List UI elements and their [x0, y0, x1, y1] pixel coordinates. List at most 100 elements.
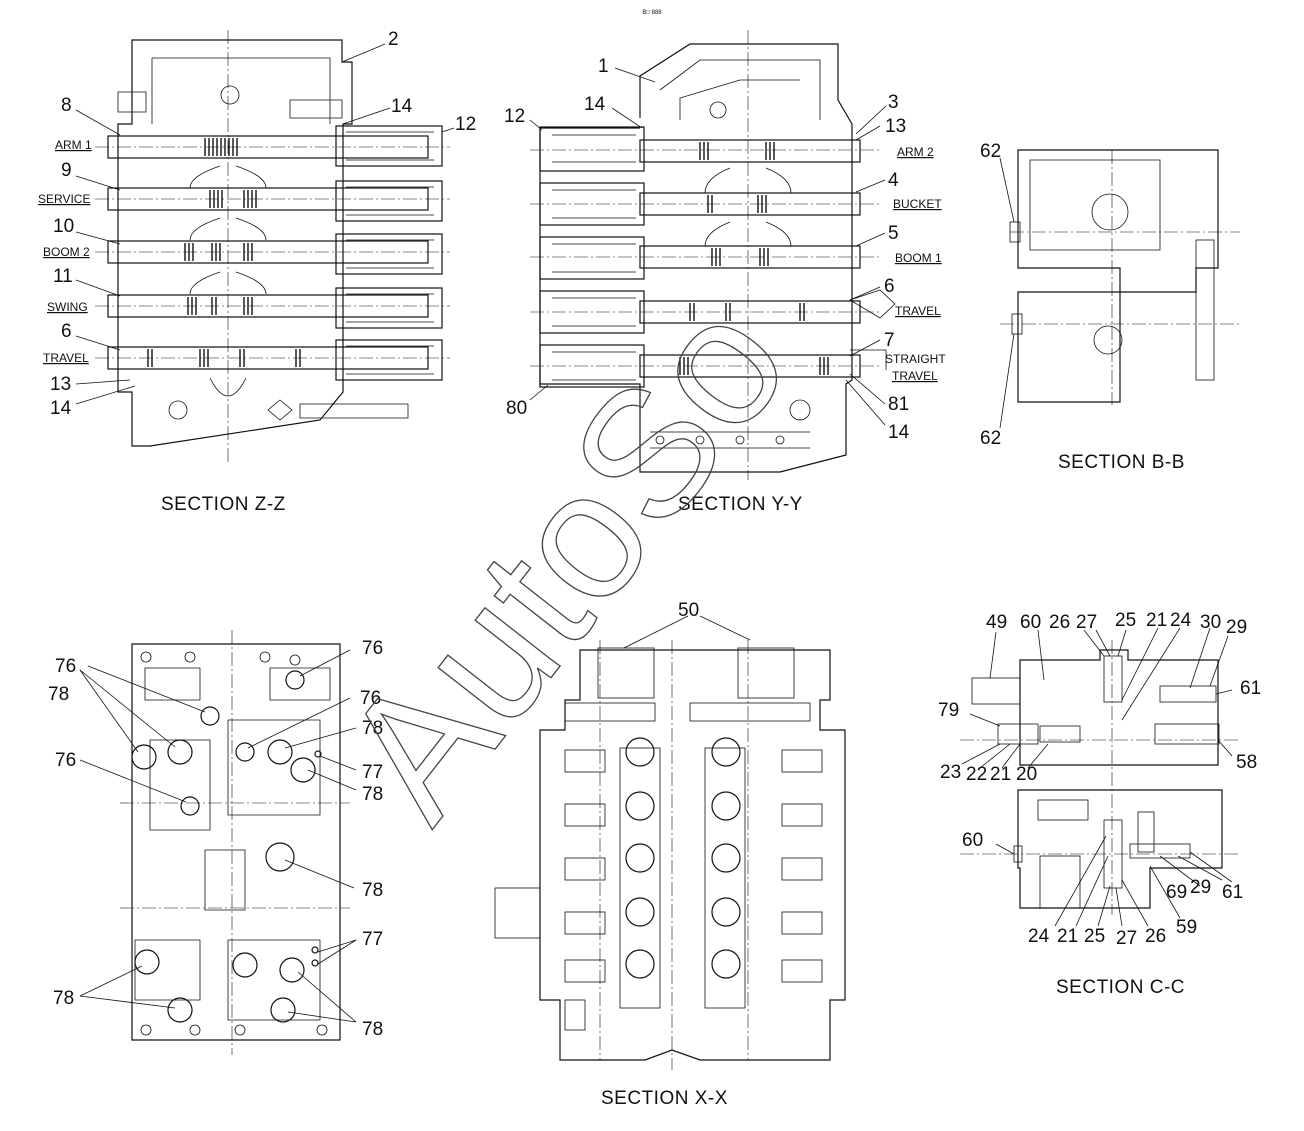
header-mark: B□ 888: [642, 10, 662, 16]
function-label: STRAIGHT: [885, 352, 946, 366]
callout-number: 13: [885, 116, 906, 137]
callout-number: 78: [53, 988, 74, 1009]
section-zz-function-labels: ARM 1 SERVICE BOOM 2 SWING TRAVEL: [38, 138, 92, 365]
callout-number: 7: [884, 330, 895, 351]
section-xx-title: SECTION X-X: [601, 1088, 728, 1109]
callout-number: 27: [1076, 612, 1097, 633]
section-cc-callouts: 49 60 26 27 25 21 24 30 29 61 79 23 22 2…: [938, 610, 1261, 949]
base-plate-leaders: [79, 649, 357, 1023]
callout-number: 76: [55, 750, 76, 771]
section-yy-function-labels: ARM 2 BUCKET BOOM 1 TRAVEL STRAIGHT TRAV…: [885, 145, 946, 383]
function-label: TRAVEL: [892, 369, 938, 383]
function-label: BOOM 2: [43, 245, 90, 259]
callout-number: 69: [1166, 882, 1187, 903]
callout-number: 2: [388, 29, 399, 50]
function-label: TRAVEL: [43, 351, 89, 365]
callout-number: 26: [1145, 926, 1166, 947]
function-label: ARM 1: [55, 138, 92, 152]
callout-number: 4: [888, 170, 899, 191]
callout-number: 21: [990, 764, 1011, 785]
callout-number: 14: [888, 422, 910, 443]
base-plate-drawing: [120, 630, 350, 1055]
callout-number: 76: [55, 656, 76, 677]
callout-number: 77: [362, 929, 383, 950]
section-xx-drawing: [494, 640, 846, 1070]
callout-number: 9: [61, 160, 72, 181]
callout-number: 78: [362, 880, 383, 901]
section-zz-drawing: [95, 30, 450, 462]
callout-number: 10: [53, 216, 74, 237]
function-label: BUCKET: [893, 197, 942, 211]
callout-number: 8: [61, 95, 72, 116]
callout-number: 24: [1170, 610, 1192, 631]
callout-number: 78: [362, 718, 383, 739]
callout-number: 62: [980, 141, 1001, 162]
section-bb-leaders: [999, 157, 1015, 429]
callout-number: 50: [678, 600, 699, 621]
section-yy-leaders: [529, 67, 887, 426]
callout-number: 14: [50, 398, 72, 419]
callout-number: 29: [1226, 617, 1247, 638]
section-yy-title: SECTION Y-Y: [678, 494, 803, 515]
section-bb-title: SECTION B-B: [1058, 452, 1185, 473]
callout-number: 11: [53, 266, 73, 287]
callout-number: 78: [362, 1019, 383, 1040]
callout-number: 6: [61, 321, 72, 342]
base-plate-callouts: 76 78 76 76 76 78 77 78 78 77 78 78: [48, 638, 383, 1040]
callout-number: 80: [506, 398, 527, 419]
callout-number: 60: [1020, 612, 1041, 633]
callout-number: 6: [884, 276, 895, 297]
callout-number: 49: [986, 612, 1007, 633]
callout-number: 22: [966, 764, 987, 785]
callout-number: 60: [962, 830, 983, 851]
callout-number: 30: [1200, 612, 1221, 633]
section-bb-drawing: [1000, 149, 1240, 405]
callout-number: 76: [360, 688, 381, 709]
callout-number: 81: [888, 394, 909, 415]
callout-number: 14: [391, 96, 413, 117]
callout-number: 25: [1084, 926, 1105, 947]
section-cc-leaders: [961, 627, 1233, 927]
callout-number: 27: [1116, 928, 1137, 949]
callout-number: 77: [362, 762, 383, 783]
section-cc-drawing: [960, 640, 1240, 915]
section-zz-leaders: [75, 43, 455, 405]
callout-number: 61: [1240, 678, 1261, 699]
callout-number: 58: [1236, 752, 1257, 773]
callout-number: 29: [1190, 877, 1211, 898]
callout-number: 12: [504, 106, 525, 127]
section-yy-callouts: 1 14 12 3 13 4 5 6 7 80 81 14: [504, 56, 910, 443]
section-xx-callouts: 50: [678, 600, 699, 621]
function-label: TRAVEL: [895, 304, 941, 318]
section-yy-drawing: [530, 30, 896, 480]
section-xx-leaders: [623, 615, 751, 649]
callout-number: 61: [1222, 882, 1243, 903]
section-zz-title: SECTION Z-Z: [161, 494, 286, 515]
section-zz-callouts: 2 14 12 8 9 10 11 6 13 14: [50, 29, 476, 419]
function-label: SERVICE: [38, 192, 90, 206]
callout-number: 21: [1146, 610, 1167, 631]
callout-number: 24: [1028, 926, 1050, 947]
callout-number: 3: [888, 92, 899, 113]
callout-number: 59: [1176, 917, 1197, 938]
callout-number: 78: [362, 784, 383, 805]
callout-number: 5: [888, 223, 899, 244]
callout-number: 1: [598, 56, 609, 77]
callout-number: 12: [455, 114, 476, 135]
callout-number: 20: [1016, 764, 1037, 785]
callout-number: 21: [1057, 926, 1078, 947]
function-label: SWING: [47, 300, 88, 314]
section-bb-callouts: 62 62: [980, 141, 1001, 449]
callout-number: 13: [50, 374, 71, 395]
callout-number: 26: [1049, 612, 1070, 633]
callout-number: 14: [584, 94, 606, 115]
callout-number: 79: [938, 700, 959, 721]
function-label: ARM 2: [897, 145, 934, 159]
callout-number: 76: [362, 638, 383, 659]
callout-number: 23: [940, 762, 961, 783]
callout-number: 78: [48, 684, 69, 705]
section-cc-title: SECTION C-C: [1056, 977, 1185, 998]
callout-number: 62: [980, 428, 1001, 449]
